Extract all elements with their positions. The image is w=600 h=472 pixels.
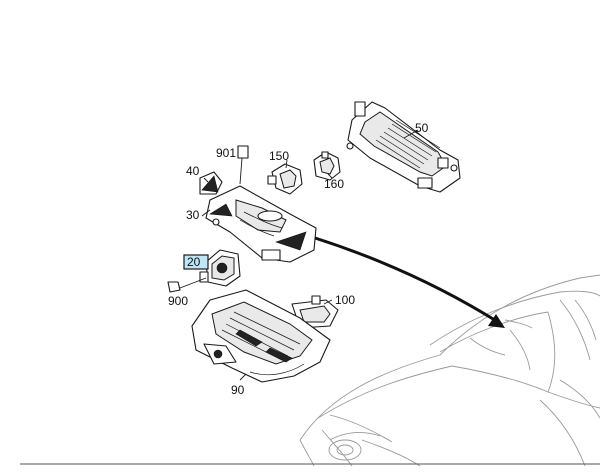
callout-900: 900 bbox=[168, 294, 188, 308]
callout-100: 100 bbox=[335, 293, 355, 307]
part-901-connector bbox=[237, 145, 249, 185]
part-150-bracket bbox=[267, 163, 303, 195]
callout-30: 30 bbox=[186, 208, 200, 222]
part-20-camera bbox=[199, 249, 241, 287]
part-90-cover bbox=[191, 289, 331, 383]
callout-labels: 901 150 50 40 160 30 20 900 100 90 bbox=[168, 121, 429, 397]
part-50-module bbox=[346, 101, 461, 193]
part-160-sensor bbox=[313, 151, 341, 181]
location-arrow bbox=[314, 236, 505, 328]
leader-lines bbox=[201, 129, 419, 381]
part-40-wedge bbox=[199, 171, 223, 195]
callout-20-highlight bbox=[183, 254, 209, 270]
callout-150: 150 bbox=[269, 149, 289, 163]
callout-20: 20 bbox=[187, 255, 201, 269]
callout-40: 40 bbox=[186, 164, 200, 178]
part-900-connector bbox=[167, 277, 207, 293]
callout-50: 50 bbox=[415, 121, 429, 135]
callout-160: 160 bbox=[324, 177, 344, 191]
part-30-housing bbox=[205, 185, 317, 263]
callout-901: 901 bbox=[216, 146, 236, 160]
callout-90: 90 bbox=[231, 383, 245, 397]
